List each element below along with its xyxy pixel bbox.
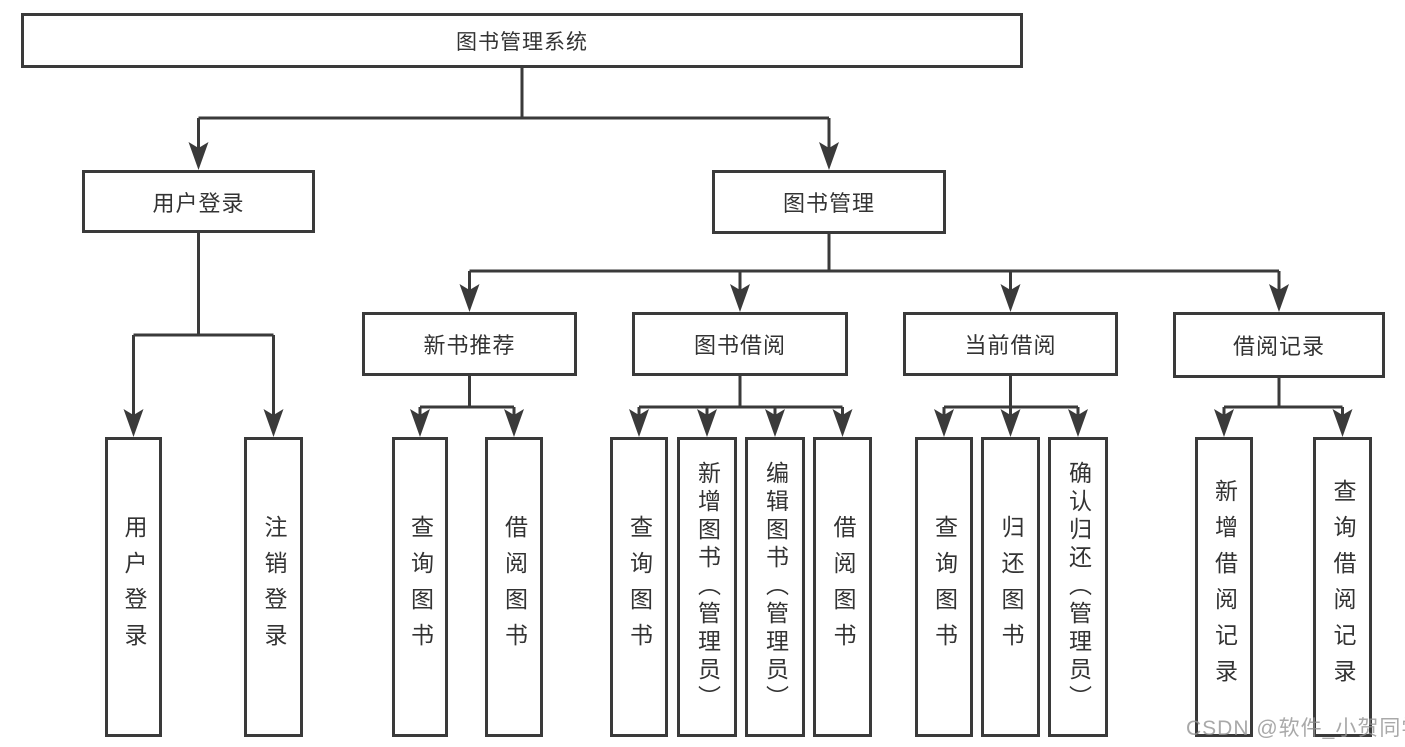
node-borrowing-records: 借阅记录 — [1173, 312, 1385, 378]
node-library-management-system: 图书管理系统 — [21, 13, 1023, 68]
leaf-confirm-return-admin: 确认归还（管理员） — [1048, 437, 1108, 737]
node-label: 查询图书 — [626, 515, 653, 659]
node-label: 归还图书 — [998, 515, 1024, 659]
node-label: 新增借阅记录 — [1211, 479, 1238, 695]
node-book-management: 图书管理 — [712, 170, 946, 234]
node-label: 确认归还（管理员） — [1065, 461, 1092, 713]
node-label: 借阅图书 — [501, 515, 528, 659]
node-label: 新增图书（管理员） — [694, 461, 721, 713]
node-label: 用户登录 — [152, 190, 245, 216]
node-label: 图书管理系统 — [456, 30, 588, 54]
node-label: 查询图书 — [407, 515, 434, 659]
leaf-logout: 注销登录 — [244, 437, 303, 737]
leaf-add-book-admin: 新增图书（管理员） — [677, 437, 737, 737]
node-user-login: 用户登录 — [82, 170, 315, 233]
csdn-watermark: CSDN @软件_小贺同学 — [1186, 717, 1405, 740]
leaf-query-books-current: 查询图书 — [915, 437, 973, 737]
leaf-query-books-recommend: 查询图书 — [392, 437, 448, 737]
leaf-add-borrow-record: 新增借阅记录 — [1195, 437, 1253, 737]
node-label: 当前借阅 — [964, 333, 1057, 358]
node-current-borrowing: 当前借阅 — [903, 312, 1118, 376]
node-label: 图书借阅 — [693, 333, 786, 358]
leaf-user-login: 用户登录 — [105, 437, 162, 737]
leaf-query-books-borrow: 查询图书 — [610, 437, 668, 737]
leaf-edit-book-admin: 编辑图书（管理员） — [745, 437, 805, 737]
node-label: 查询借阅记录 — [1330, 479, 1356, 695]
node-label: 查询图书 — [931, 515, 958, 659]
leaf-query-borrow-record: 查询借阅记录 — [1313, 437, 1372, 737]
leaf-borrow-books-recommend: 借阅图书 — [485, 437, 543, 737]
leaf-return-book: 归还图书 — [981, 437, 1040, 737]
node-label: 借阅图书 — [830, 515, 856, 659]
node-label: 编辑图书（管理员） — [762, 461, 789, 713]
node-label: 图书管理 — [782, 191, 875, 216]
node-label: 注销登录 — [261, 515, 287, 659]
node-label: 借阅记录 — [1232, 334, 1325, 359]
node-new-book-recommend: 新书推荐 — [362, 312, 577, 376]
leaf-borrow-books-borrow: 借阅图书 — [813, 437, 872, 737]
node-label: 新书推荐 — [423, 333, 516, 358]
node-book-borrowing: 图书借阅 — [632, 312, 848, 376]
node-label: 用户登录 — [121, 515, 147, 659]
